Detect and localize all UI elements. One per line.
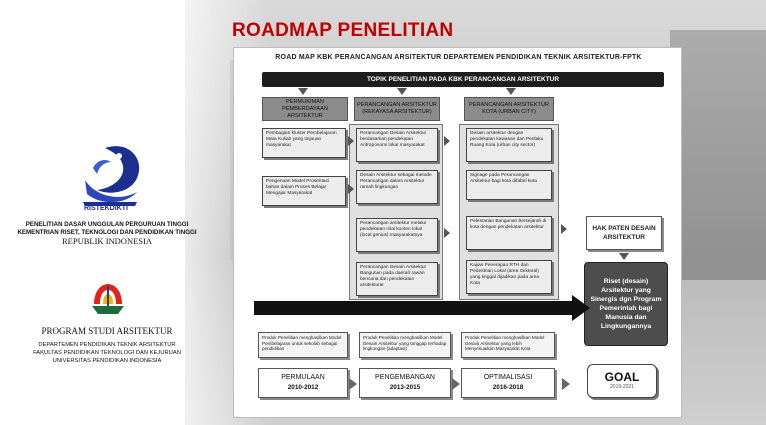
phase-arrow-icon [452, 378, 460, 390]
phase-arrow-icon [562, 378, 570, 390]
kementrian-line-3: REPUBLIK INDONESIA [62, 236, 152, 246]
prodi-line-1: DEPARTEMEN PENDIDIKAN TEKNIK ARSITEKTUR [38, 342, 176, 348]
right-arrow-icon [348, 136, 354, 146]
ristekdikti-logo [83, 146, 140, 206]
phase-arrow-icon [349, 378, 357, 390]
research-box: Kajian Penerapan RTH dan Pedestrian Loka… [466, 260, 552, 294]
prodi-title: PROGRAM STUDI ARSITEKTUR [41, 326, 173, 336]
prodi-line-2: FAKULTAS PENDIDIKAN TEKNOLOGI DAN KEJURU… [33, 350, 181, 356]
research-box: Perancangan Desain Arsitektur Bangunan p… [356, 262, 438, 296]
right-arrow-icon [444, 136, 450, 146]
prodi-line-3: UNIVERSITAS PENDIDIKAN INDONESIA [52, 358, 162, 364]
ristekdikti-logo-text: RISTEKDIKTI [84, 205, 128, 212]
column-head-rekayasa: PERANCANGAN ARSITEKTUR(REKAYASA ARSITEKT… [354, 97, 440, 121]
roadmap-diagram: ROAD MAP KBK PERANCANGAN ARSITEKTUR DEPA… [233, 47, 682, 418]
down-arrow-icon [619, 253, 629, 260]
research-box: Desain Arsitektur sebagai metode Peranca… [356, 170, 438, 204]
research-box: Desain arsitektur dengan pendekatan kawa… [466, 128, 552, 162]
right-arrow-icon [561, 224, 567, 234]
down-arrow-icon [397, 88, 407, 95]
research-box: Perancangan arsitektur melalui pendekata… [356, 218, 438, 252]
page-title: ROADMAP PENELITIAN [232, 20, 454, 41]
down-arrow-icon [298, 88, 308, 95]
goal-box: GOAL 2019-2021 [587, 364, 657, 398]
product-box: Produk Penelitian menghasilkan Model Pem… [258, 332, 348, 358]
down-arrow-icon [506, 88, 516, 95]
kementrian-line-1: PENELITIAN DASAR UNGGULAN PERGURUAN TING… [25, 221, 189, 228]
timeline-arrow [254, 301, 572, 315]
research-box: Pengenaan Model Prosentasi bahan dalam P… [262, 176, 346, 206]
right-arrow-icon [444, 228, 450, 238]
upi-logo [92, 284, 124, 314]
research-box: Signage pada Perancangan Arsitektur bagi… [466, 170, 552, 200]
research-box: Pembagian kluster Pembelajaran Mata Kuli… [262, 128, 346, 158]
topik-bar: TOPIK PENELITIAN PADA KBK PERANCANGAN AR… [262, 72, 664, 87]
research-box: Perancangan Desain Arsitektur berdasarka… [356, 128, 438, 162]
riset-box: Riset (desain) Arsitektur yang Sinergis … [584, 262, 668, 346]
kementrian-line-2: KEMENTRIAN RISET, TEKNOLOGI DAN PENDIDIK… [17, 229, 197, 236]
hak-paten-box: HAK PATEN DESAIN ARSITEKTUR [586, 216, 662, 250]
background-house [670, 30, 766, 280]
product-box: Produk Penelitian menghasilkan Model Des… [359, 332, 451, 358]
product-box: Produk Penelitian menghasilkan Model Des… [461, 332, 555, 358]
timeline-arrow-head-icon [572, 295, 590, 321]
right-arrow-icon [348, 184, 354, 194]
diagram-title: ROAD MAP KBK PERANCANGAN ARSITEKTUR DEPA… [275, 54, 642, 61]
research-box: Pelestarian Bangunan bersejarah di kota … [466, 216, 552, 250]
